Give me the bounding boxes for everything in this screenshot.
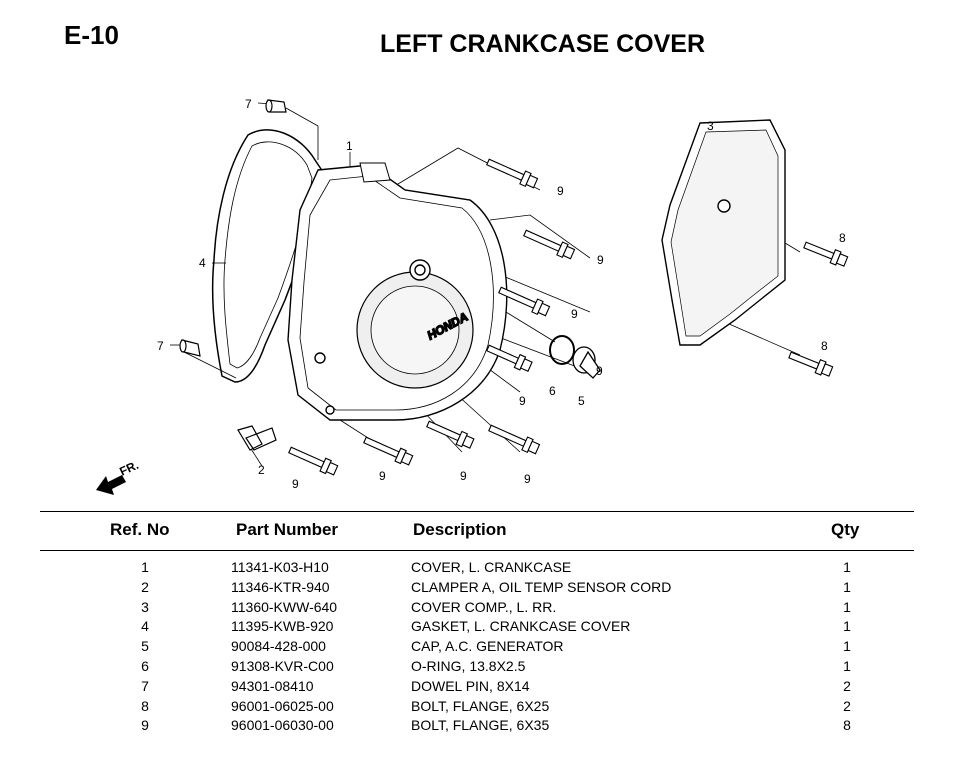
- table-row: 5 90084-428-000 CAP, A.C. GENERATOR 1: [0, 636, 972, 656]
- callout-9-d: 9: [519, 394, 526, 408]
- callout-2: 2: [258, 463, 265, 477]
- ref-cell: 9: [141, 717, 149, 734]
- callout-9-b: 9: [597, 253, 604, 267]
- gasket-part: [211, 129, 326, 383]
- description-cell: GASKET, L. CRANKCASE COVER: [411, 618, 631, 635]
- callout-6: 6: [549, 384, 556, 398]
- callout-labels: 1 2 3 4 5 6 7 7 8 8 9 9 9 9 9 9 9 9 9: [157, 97, 846, 491]
- o-ring-part: [549, 335, 575, 365]
- qty-cell: 1: [843, 618, 851, 635]
- qty-cell: 1: [843, 578, 851, 595]
- description-cell: BOLT, FLANGE, 6X35: [411, 717, 550, 734]
- qty-cell: 1: [843, 598, 851, 615]
- part-number-cell: 96001-06030-00: [231, 717, 334, 734]
- table-top-rule: [40, 511, 914, 512]
- ref-cell: 1: [141, 559, 149, 575]
- part-number-cell: 11341-K03-H10: [231, 559, 329, 575]
- column-header-description: Description: [413, 520, 507, 539]
- table-row: 8 96001-06025-00 BOLT, FLANGE, 6X25 2: [0, 696, 972, 716]
- front-direction-arrow-icon: FR.: [96, 458, 141, 495]
- part-number-cell: 11395-KWB-920: [231, 618, 334, 635]
- part-number-cell: 96001-06025-00: [231, 697, 334, 714]
- column-header-ref-no: Ref. No: [110, 520, 170, 539]
- callout-3: 3: [707, 119, 714, 133]
- table-row: 3 11360-KWW-640 COVER COMP., L. RR. 1: [0, 597, 972, 617]
- table-row: 4 11395-KWB-920 GASKET, L. CRANKCASE COVER…: [0, 616, 972, 636]
- column-header-qty: Qty: [831, 520, 860, 539]
- clamper-part: [237, 425, 277, 451]
- description-cell: CLAMPER A, OIL TEMP SENSOR CORD: [411, 578, 672, 595]
- column-header-part-number: Part Number: [236, 520, 339, 539]
- table-row: 2 11346-KTR-940 CLAMPER A, OIL TEMP SENSOR…: [0, 577, 972, 597]
- callout-9-i: 9: [596, 364, 603, 378]
- generator-cap-part: [572, 346, 601, 379]
- crankcase-cover-part: HONDA: [287, 162, 508, 421]
- description-cell: O-RING, 13.8X2.5: [411, 657, 526, 674]
- callout-4: 4: [199, 256, 206, 270]
- description-cell: DOWEL PIN, 8X14: [411, 677, 530, 694]
- callout-9-h: 9: [292, 477, 299, 491]
- table-header-rule: [40, 550, 914, 551]
- callout-1: 1: [346, 139, 353, 153]
- ref-cell: 8: [141, 697, 149, 714]
- ref-cell: 2: [141, 578, 149, 595]
- ref-cell: 5: [141, 638, 149, 655]
- ref-cell: 4: [141, 618, 149, 635]
- part-number-cell: 90084-428-000: [231, 638, 326, 655]
- table-row: 6 91308-KVR-C00 O-RING, 13.8X2.5 1: [0, 656, 972, 676]
- part-number-cell: 11360-KWW-640: [231, 598, 338, 615]
- callout-7-upper: 7: [245, 97, 252, 111]
- flange-bolts: [288, 158, 849, 476]
- callout-7-lower: 7: [157, 339, 164, 353]
- callout-9-a: 9: [557, 184, 564, 198]
- callout-8-lower: 8: [821, 339, 828, 353]
- qty-cell: 1: [843, 638, 851, 655]
- callout-5: 5: [578, 394, 585, 408]
- description-cell: COVER COMP., L. RR.: [411, 598, 557, 615]
- callout-9-e: 9: [524, 472, 531, 486]
- callout-8-upper: 8: [839, 231, 846, 245]
- rear-cover-part: [661, 119, 786, 346]
- ref-cell: 7: [141, 677, 149, 694]
- description-cell: CAP, A.C. GENERATOR: [411, 638, 564, 655]
- exploded-parts-diagram: HONDA 1 2 3 4 5 6 7 7: [96, 97, 849, 495]
- description-cell: BOLT, FLANGE, 6X25: [411, 697, 550, 714]
- table-row: 9 96001-06030-00 BOLT, FLANGE, 6X35 8: [0, 715, 972, 735]
- qty-cell: 2: [843, 677, 851, 694]
- part-number-cell: 94301-08410: [231, 677, 314, 694]
- ref-cell: 3: [141, 598, 149, 615]
- callout-9-c: 9: [571, 307, 578, 321]
- dowel-pin-upper: [265, 99, 287, 113]
- part-number-cell: 91308-KVR-C00: [231, 657, 334, 674]
- page-title: LEFT CRANKCASE COVER: [380, 30, 706, 58]
- callout-9-g: 9: [379, 469, 386, 483]
- qty-cell: 1: [843, 657, 851, 674]
- table-row: 7 94301-08410 DOWEL PIN, 8X14 2: [0, 676, 972, 696]
- description-cell: COVER, L. CRANKCASE: [411, 559, 572, 575]
- qty-cell: 8: [843, 717, 851, 734]
- table-row: 1 11341-K03-H10 COVER, L. CRANKCASE 1: [0, 557, 972, 577]
- part-number-cell: 11346-KTR-940: [231, 578, 330, 595]
- page-code: E-10: [64, 20, 119, 50]
- qty-cell: 1: [843, 559, 851, 575]
- callout-9-f: 9: [460, 469, 467, 483]
- direction-label: FR.: [117, 458, 140, 479]
- qty-cell: 2: [843, 697, 851, 714]
- dowel-pin-lower: [179, 339, 201, 357]
- ref-cell: 6: [141, 657, 149, 674]
